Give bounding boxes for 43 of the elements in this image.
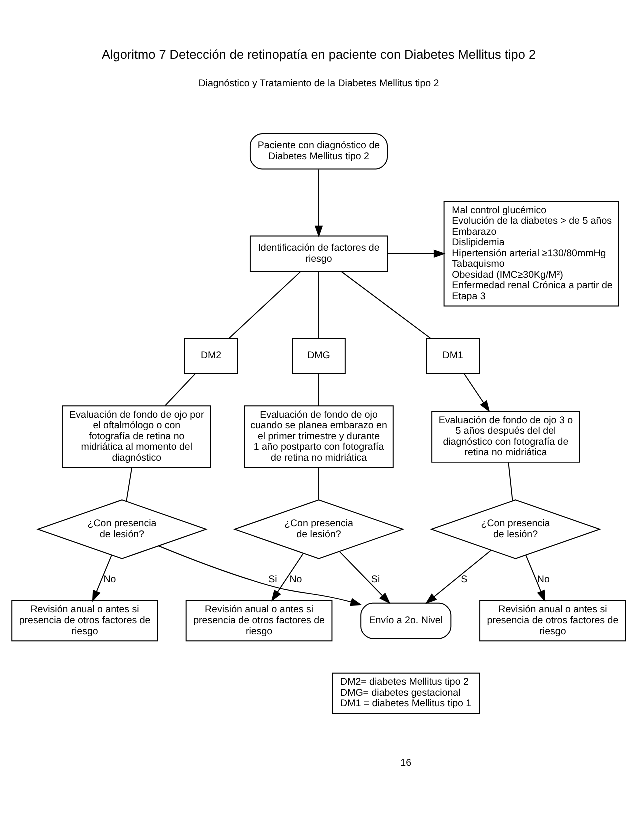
- node-box: Envío a 2o. Nivel: [360, 602, 452, 640]
- node-box: Revisión anual o antes si presencia de otros factores de riesgo: [480, 600, 626, 642]
- node-box: DMG: [292, 338, 346, 374]
- connector: [318, 467, 320, 500]
- arrow: [158, 546, 362, 606]
- node-box: Evaluación de fondo de ojo cuando se planea embarazo en el primer trimestre y durante 1 año postparto con fotografía de retina no midriática: [244, 406, 394, 468]
- node-box: Evaluación de fondo de ojo 3 o 5 años después del del diagnóstico con fotografía de retina no midriática: [432, 411, 580, 463]
- node-box: Revisión anual o antes si presencia de otros factores de riesgo: [186, 600, 333, 642]
- diagram-title: Algoritmo 7 Detección de retinopatía en paciente con Diabetes Mellitus tipo 2: [102, 47, 536, 62]
- arrow: [92, 554, 112, 602]
- node-box: DM2= diabetes Mellitus tipo 2 DMG= diabetes gestacional DM1 = diabetes Mellitus tipo 1: [332, 672, 480, 714]
- connector: [318, 271, 320, 339]
- arrow: [339, 551, 391, 604]
- edge-label: Si: [268, 574, 278, 586]
- arrow: [271, 553, 304, 602]
- connector: [228, 271, 302, 339]
- node-box: Mal control glucémico Evolución de la diabetes > de 5 años Embarazo Dislipidemia Hipertensión arterial ≥130/80mmHg Tabaquismo Obesidad (IMC≥30Kg/M²) Enfermedad renal Crónica a partir de Etapa 3: [444, 201, 620, 307]
- node-box: Revisión anual o antes si presencia de otros factores de riesgo: [12, 600, 158, 642]
- node-diamond: ¿Con presencia de lesión?: [233, 500, 405, 560]
- node-box: DM2: [184, 338, 238, 374]
- node-diamond: ¿Con presencia de lesión?: [36, 500, 208, 560]
- node-box: Evaluación de fondo de ojo por el oftalmólogo o con fotografía de retina no midriática al momento del diagnóstico: [62, 406, 212, 468]
- label: Diagnóstico y Tratamiento de la Diabetes Mellitus tipo 2: [198, 78, 440, 90]
- edge-label: No: [104, 574, 116, 586]
- edge-label: Si: [371, 574, 380, 586]
- node-diamond: ¿Con presencia de lesión?: [430, 500, 602, 560]
- node-box: DM1: [426, 338, 480, 374]
- connector: [340, 271, 432, 339]
- arrow: [387, 250, 446, 258]
- edge-label: S: [461, 574, 468, 586]
- edge-label: No: [290, 574, 302, 586]
- label: 16: [400, 758, 412, 769]
- node-box: Paciente con diagnóstico de Diabetes Mellitus tipo 2: [250, 134, 388, 170]
- arrow: [425, 550, 492, 604]
- connector: [318, 373, 320, 406]
- arrow: [314, 169, 324, 238]
- connector: [126, 467, 133, 502]
- connector: [508, 462, 514, 502]
- edge-label: No: [537, 574, 550, 586]
- node-box: Identificación de factores de riesgo: [250, 236, 388, 272]
- arrow: [526, 554, 546, 602]
- arrow: [464, 373, 490, 412]
- connector: [164, 373, 196, 406]
